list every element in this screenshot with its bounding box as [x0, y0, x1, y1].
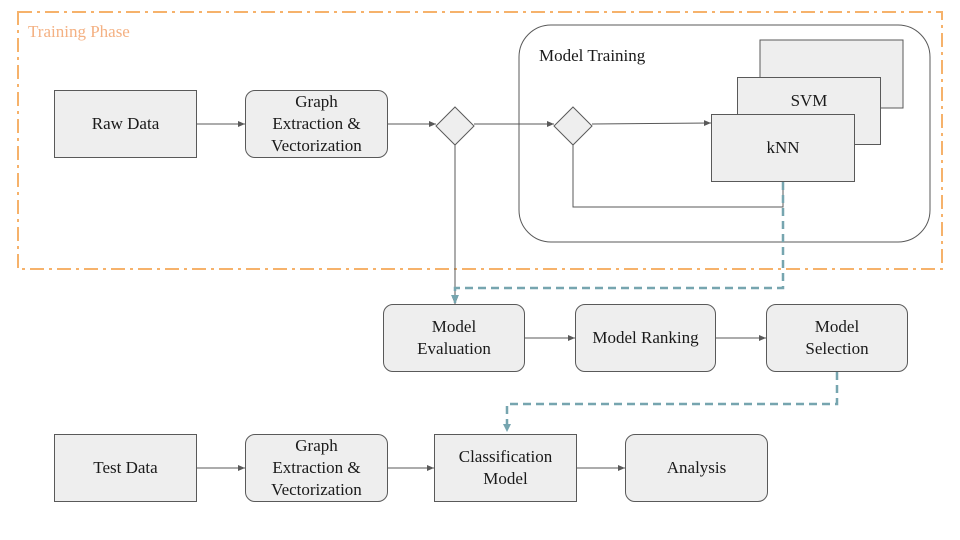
training-phase-region: [17, 11, 943, 270]
classification-model-label: Classification Model: [458, 447, 553, 488]
graph-extraction-test-label: Graph Extraction & Vectorization: [271, 436, 362, 499]
dashed-link-knn-to-evaluation: [451, 182, 785, 303]
model-evaluation-node: Model Evaluation: [383, 304, 525, 372]
test-data-label: Test Data: [93, 458, 158, 477]
model-training-label: Model Training: [539, 46, 646, 65]
model-selection-label: Model Selection: [805, 317, 869, 358]
raw-data-node: Raw Data: [54, 90, 197, 158]
classification-model-node: Classification Model: [434, 434, 577, 502]
analysis-node: Analysis: [625, 434, 768, 502]
analysis-label: Analysis: [666, 458, 727, 477]
graph-extraction-test-node: Graph Extraction & Vectorization: [245, 434, 388, 502]
graph-extraction-train-label: Graph Extraction & Vectorization: [271, 92, 362, 155]
dashed-link-selection-to-classification: [503, 372, 839, 432]
model-ranking-node: Model Ranking: [575, 304, 716, 372]
model-ranking-label: Model Ranking: [592, 328, 699, 347]
test-data-node: Test Data: [54, 434, 197, 502]
training-phase-label: Training Phase: [28, 22, 130, 41]
loop-back-line: [572, 145, 784, 208]
svm-label: SVM: [790, 91, 828, 110]
arrow-model-diamond-to-knn: [591, 120, 712, 127]
split-diamond: [435, 106, 475, 146]
knn-node: kNN: [711, 114, 855, 182]
model-selection-node: Model Selection: [766, 304, 908, 372]
model-evaluation-label: Model Evaluation: [417, 317, 491, 358]
graph-extraction-train-node: Graph Extraction & Vectorization: [245, 90, 388, 158]
raw-data-label: Raw Data: [91, 114, 160, 133]
knn-label: kNN: [766, 138, 800, 157]
